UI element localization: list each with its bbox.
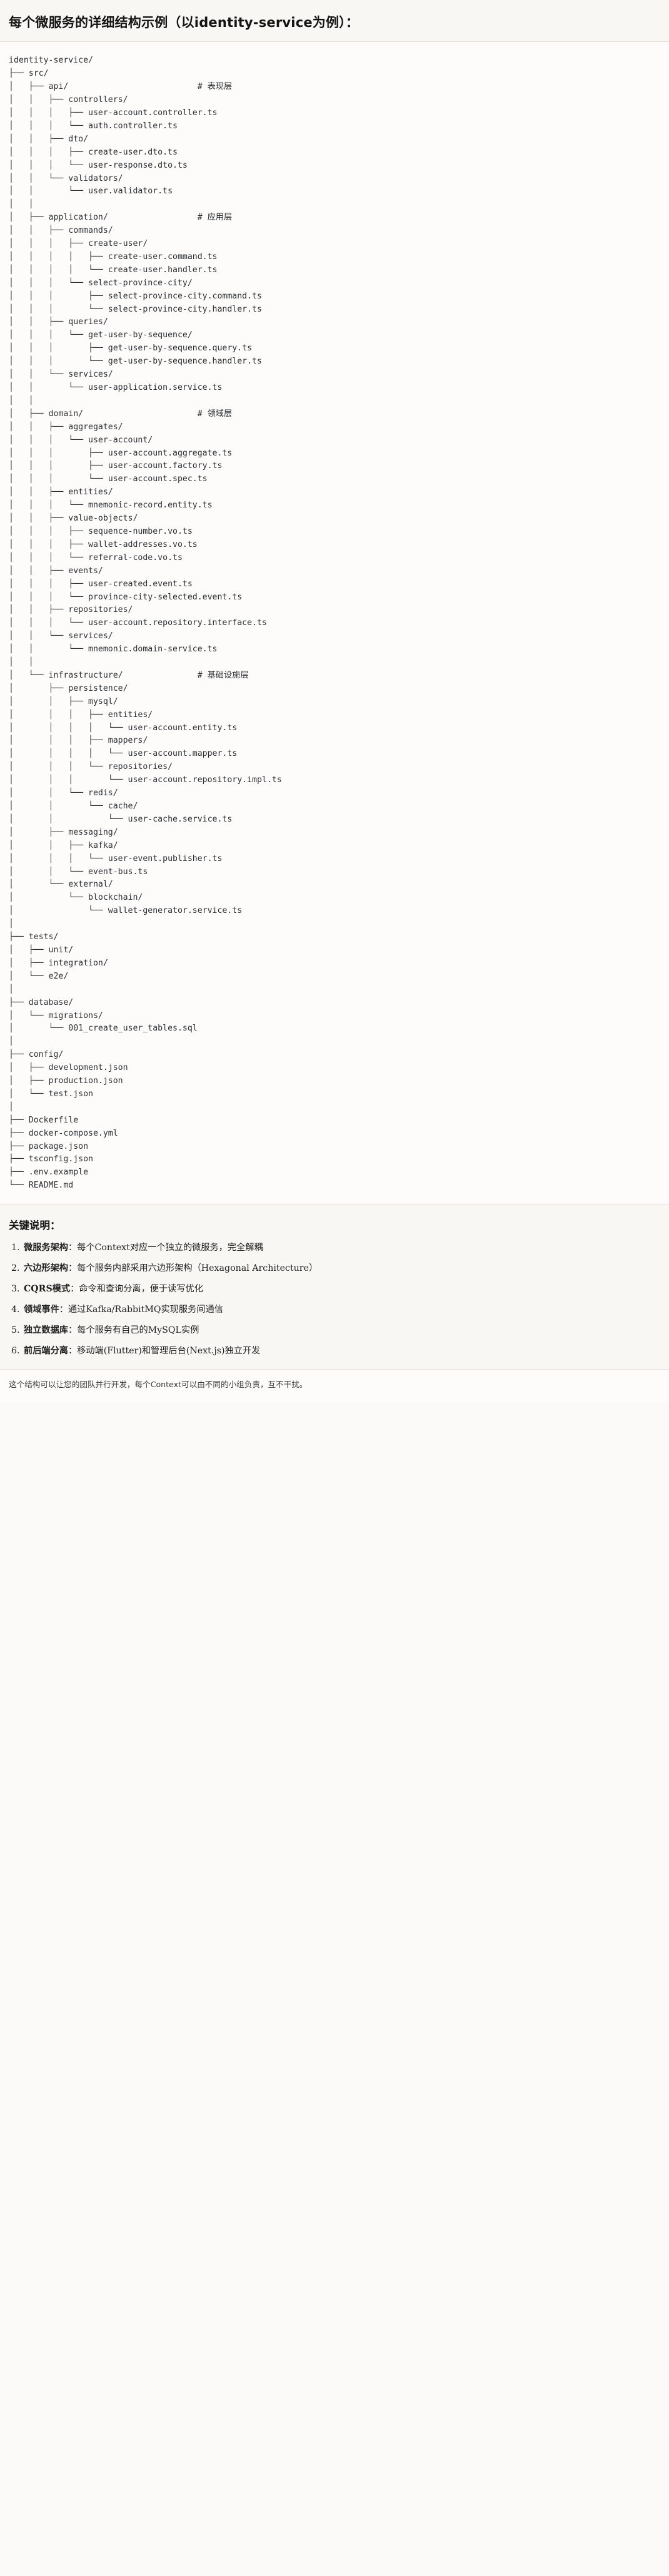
note-desc: ：每个服务有自己的MySQL实例 bbox=[68, 1325, 199, 1336]
key-notes-section: 关键说明： 微服务架构：每个Context对应一个独立的微服务，完全解耦 六边形… bbox=[0, 1204, 669, 1370]
list-item: 前后端分离：移动端(Flutter)和管理后台(Next.js)独立开发 bbox=[23, 1344, 660, 1358]
note-term: CQRS模式 bbox=[24, 1284, 71, 1295]
directory-tree: identity-service/ ├── src/ │ ├── api/ # … bbox=[9, 56, 282, 1191]
list-item: 六边形架构：每个服务内部采用六边形架构（Hexagonal Architectu… bbox=[23, 1261, 660, 1275]
list-item: 独立数据库：每个服务有自己的MySQL实例 bbox=[23, 1323, 660, 1337]
note-term: 前后端分离 bbox=[24, 1346, 68, 1357]
note-term: 微服务架构 bbox=[24, 1243, 68, 1253]
note-desc: ：通过Kafka/RabbitMQ实现服务间通信 bbox=[59, 1305, 223, 1315]
note-desc: ：每个Context对应一个独立的微服务，完全解耦 bbox=[68, 1243, 263, 1253]
closing-note: 这个结构可以让您的团队并行开发，每个Context可以由不同的小组负责，互不干扰… bbox=[0, 1369, 669, 1403]
note-desc: ：移动端(Flutter)和管理后台(Next.js)独立开发 bbox=[68, 1346, 261, 1357]
list-item: 领域事件：通过Kafka/RabbitMQ实现服务间通信 bbox=[23, 1303, 660, 1316]
key-notes-title: 关键说明： bbox=[9, 1219, 61, 1232]
note-desc: ：每个服务内部采用六边形架构（Hexagonal Architecture） bbox=[68, 1263, 318, 1274]
list-item: CQRS模式：命令和查询分离，便于读写优化 bbox=[23, 1282, 660, 1296]
document-header: 每个微服务的详细结构示例（以identity-service为例）： bbox=[0, 0, 669, 43]
list-item: 微服务架构：每个Context对应一个独立的微服务，完全解耦 bbox=[23, 1241, 660, 1255]
note-term: 六边形架构 bbox=[24, 1263, 68, 1274]
note-desc: ：命令和查询分离，便于读写优化 bbox=[70, 1284, 203, 1295]
page-title: 每个微服务的详细结构示例（以identity-service为例）： bbox=[9, 15, 360, 30]
note-term: 领域事件 bbox=[24, 1305, 59, 1315]
key-notes-list: 微服务架构：每个Context对应一个独立的微服务，完全解耦 六边形架构：每个服… bbox=[9, 1241, 660, 1358]
directory-tree-block: identity-service/ ├── src/ │ ├── api/ # … bbox=[0, 42, 669, 1204]
note-term: 独立数据库 bbox=[24, 1325, 68, 1336]
